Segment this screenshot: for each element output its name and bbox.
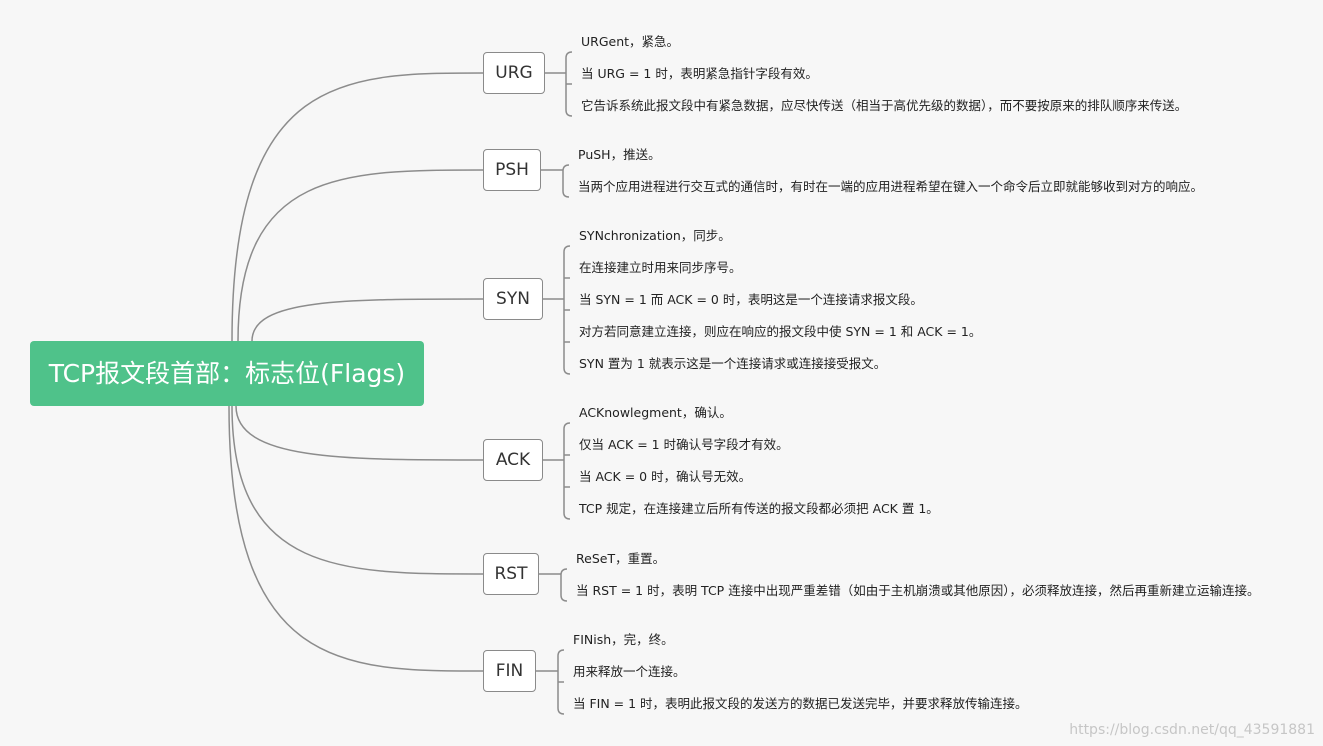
branch-fin[interactable]: FIN xyxy=(483,650,536,692)
syn-item[interactable]: SYNchronization，同步。 xyxy=(579,228,731,243)
root-connector xyxy=(237,169,484,342)
branch-rst[interactable]: RST xyxy=(483,553,539,595)
root-connector xyxy=(228,405,484,672)
ack-item[interactable]: 仅当 ACK = 1 时确认号字段才有效。 xyxy=(579,437,789,452)
ack-item[interactable]: 当 ACK = 0 时，确认号无效。 xyxy=(579,469,752,484)
rst-item[interactable]: 当 RST = 1 时，表明 TCP 连接中出现严重差错（如由于主机崩溃或其他原… xyxy=(576,583,1260,598)
root-connector xyxy=(231,405,484,575)
fin-item[interactable]: 用来释放一个连接。 xyxy=(573,664,686,679)
root-connector xyxy=(235,405,484,461)
branch-urg[interactable]: URG xyxy=(483,52,545,94)
ack-item[interactable]: TCP 规定，在连接建立后所有传送的报文段都必须把 ACK 置 1。 xyxy=(579,501,939,516)
ack-item[interactable]: ACKnowlegment，确认。 xyxy=(579,405,732,420)
psh-item[interactable]: 当两个应用进程进行交互式的通信时，有时在一端的应用进程希望在键入一个命令后立即就… xyxy=(578,179,1204,194)
branch-psh[interactable]: PSH xyxy=(483,149,541,191)
watermark: https://blog.csdn.net/qq_43591881 xyxy=(1069,722,1315,738)
leaf-bracket xyxy=(562,164,570,198)
urg-item[interactable]: 它告诉系统此报文段中有紧急数据，应尽快传送（相当于高优先级的数据），而不要按原来… xyxy=(581,98,1188,113)
branch-ack[interactable]: ACK xyxy=(483,439,543,481)
fin-item[interactable]: FINish，完，终。 xyxy=(573,632,674,647)
leaf-bracket xyxy=(563,422,571,520)
root-connector xyxy=(251,298,484,342)
root-connector xyxy=(231,72,484,342)
urg-item[interactable]: URGent，紧急。 xyxy=(581,34,680,49)
leaf-bracket xyxy=(560,568,568,602)
syn-item[interactable]: 在连接建立时用来同步序号。 xyxy=(579,260,742,275)
rst-item[interactable]: ReSeT，重置。 xyxy=(576,551,666,566)
syn-item[interactable]: 对方若同意建立连接，则应在响应的报文段中使 SYN = 1 和 ACK = 1。 xyxy=(579,324,982,339)
root-topic[interactable]: TCP报文段首部：标志位(Flags) xyxy=(30,341,424,406)
syn-item[interactable]: SYN 置为 1 就表示这是一个连接请求或连接接受报文。 xyxy=(579,356,887,371)
branch-syn[interactable]: SYN xyxy=(483,278,543,320)
fin-item[interactable]: 当 FIN = 1 时，表明此报文段的发送方的数据已发送完毕，并要求释放传输连接… xyxy=(573,696,1028,711)
psh-item[interactable]: PuSH，推送。 xyxy=(578,147,661,162)
urg-item[interactable]: 当 URG = 1 时，表明紧急指针字段有效。 xyxy=(581,66,818,81)
syn-item[interactable]: 当 SYN = 1 而 ACK = 0 时，表明这是一个连接请求报文段。 xyxy=(579,292,923,307)
